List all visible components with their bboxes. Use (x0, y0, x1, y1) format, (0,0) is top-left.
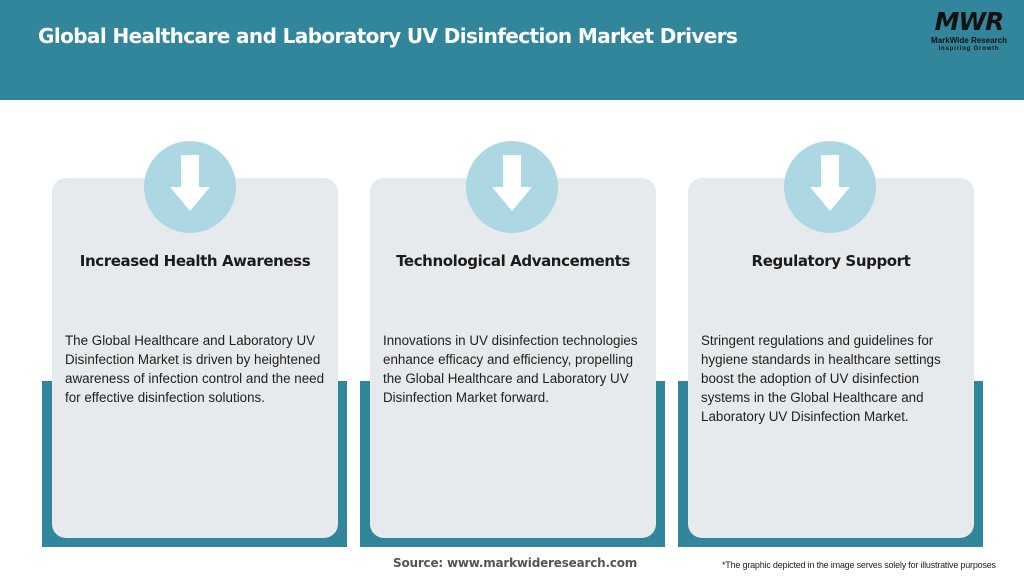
logo-tagline: Inspiring Growth (938, 46, 1000, 52)
card-body: Innovations in UV disinfection technolog… (383, 333, 638, 405)
card-body: Stringent regulations and guidelines for… (701, 333, 941, 424)
logo: MWR MarkWide Research Inspiring Growth (920, 8, 1018, 60)
arrow-down-icon (466, 141, 558, 233)
driver-card-regulatory-support: Regulatory Support Stringent regulations… (688, 178, 974, 538)
logo-name: MarkWide Research (931, 36, 1007, 45)
logo-mark: MWR (934, 7, 1005, 36)
driver-card-health-awareness: Increased Health Awareness The Global He… (52, 178, 338, 538)
card-body: The Global Healthcare and Laboratory UV … (65, 333, 325, 405)
driver-card-tech-advancements: Technological Advancements Innovations i… (370, 178, 656, 538)
arrow-down-icon (784, 141, 876, 233)
disclaimer: *The graphic depicted in the image serve… (722, 560, 996, 570)
card-title: Technological Advancements (396, 252, 630, 270)
header-banner: Global Healthcare and Laboratory UV Disi… (0, 0, 1024, 100)
arrow-down-icon (144, 141, 236, 233)
card-title: Increased Health Awareness (79, 252, 311, 270)
source-link[interactable]: Source: www.markwideresearch.com (393, 556, 638, 570)
page-title: Global Healthcare and Laboratory UV Disi… (38, 24, 738, 48)
card-title: Regulatory Support (751, 252, 911, 270)
